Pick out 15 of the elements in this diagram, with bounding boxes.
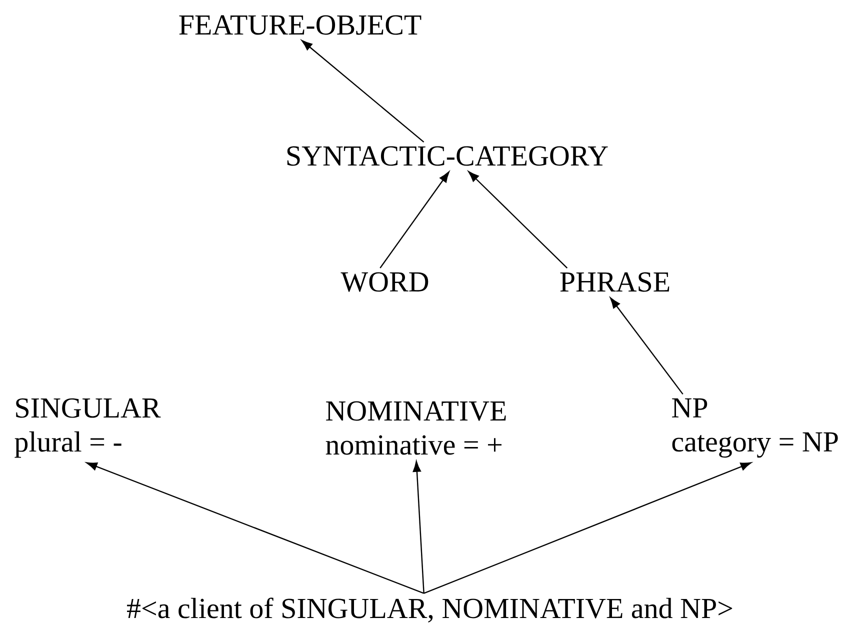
- arrow: [412, 461, 424, 594]
- class-label: PHRASE: [560, 272, 670, 292]
- arrow: [610, 297, 684, 395]
- class-label: FEATURE-OBJECT: [179, 15, 422, 35]
- arrow: [468, 171, 568, 268]
- instance-label: #<a client of SINGULAR, NOMINATIVE and NP>: [127, 598, 732, 622]
- class-label: NP category = NP: [672, 398, 838, 458]
- arrow: [86, 462, 424, 594]
- class-label: NOMINATIVE nominative = +: [326, 401, 506, 455]
- arrow: [301, 40, 424, 143]
- class-label: SINGULAR plural = -: [14, 398, 161, 458]
- arrow: [380, 172, 450, 268]
- arrow: [424, 462, 752, 594]
- class-label: WORD: [340, 272, 428, 292]
- class-label: SYNTACTIC-CATEGORY: [287, 146, 608, 166]
